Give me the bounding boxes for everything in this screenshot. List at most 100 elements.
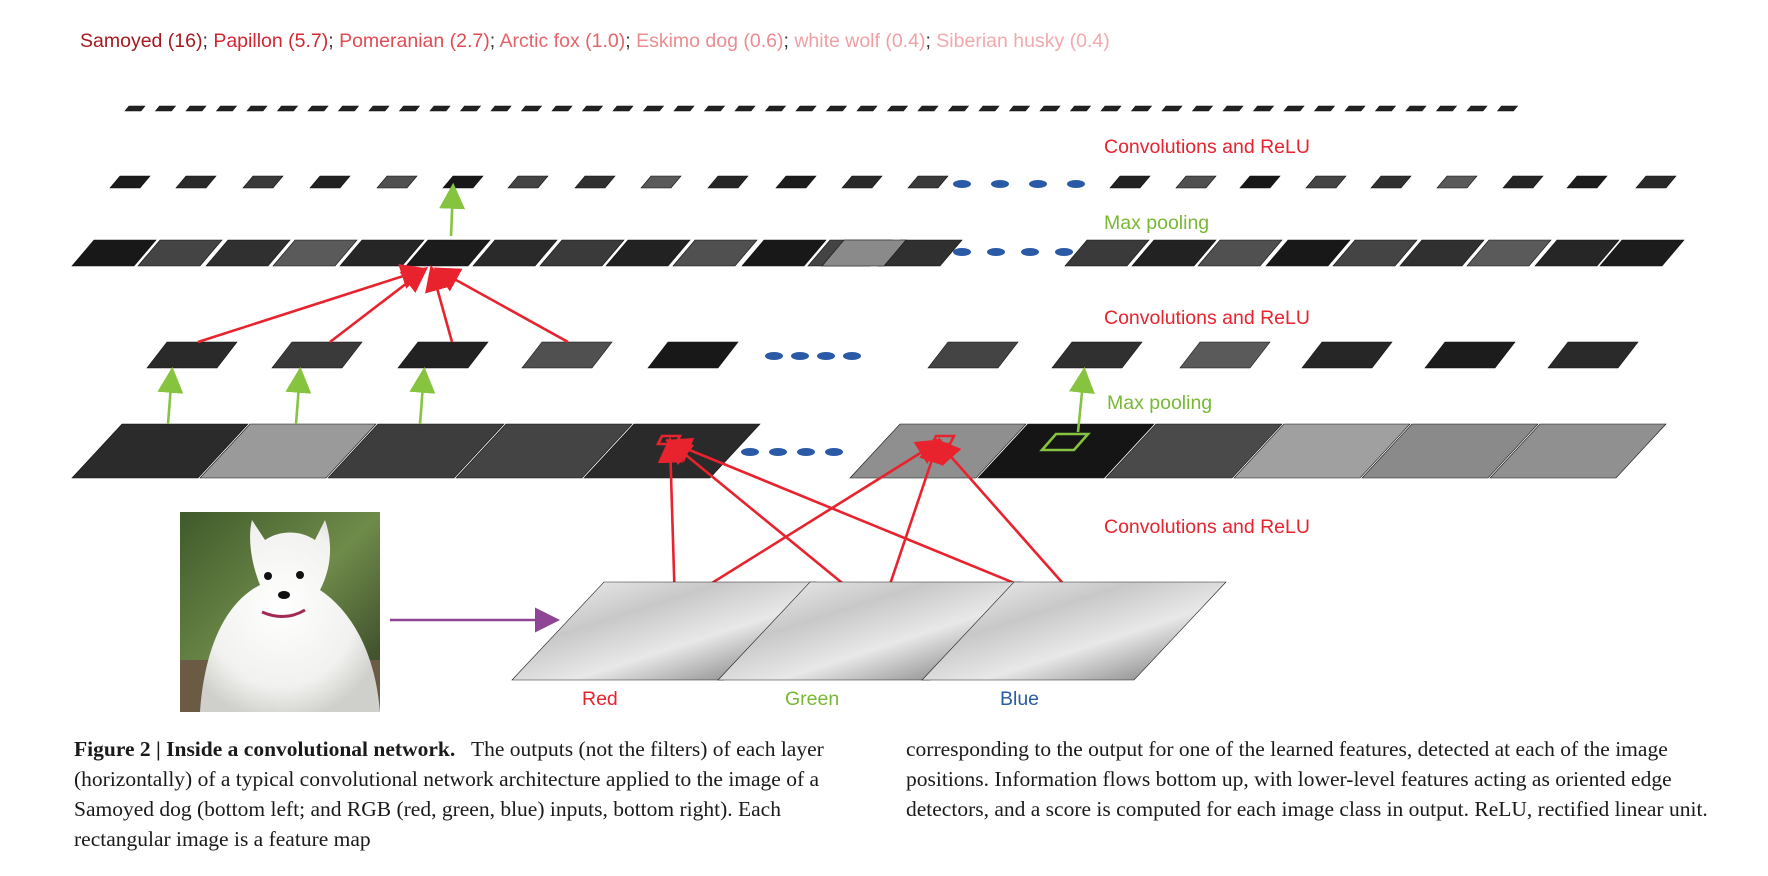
output-unit <box>703 105 726 112</box>
output-unit <box>459 105 482 112</box>
output-unit <box>307 105 329 112</box>
feature-map-conv4 <box>1635 175 1677 189</box>
feature-map-conv4 <box>841 175 883 189</box>
ellipsis-dots <box>1021 248 1039 256</box>
feature-map-pool2 <box>1051 341 1143 369</box>
output-unit <box>642 105 665 112</box>
feature-map-conv3 <box>821 239 907 267</box>
feature-map-conv1 <box>455 423 633 479</box>
feature-map-conv1 <box>199 423 377 479</box>
feature-map-pool2 <box>927 341 1019 369</box>
feature-map-conv3 <box>1265 239 1351 267</box>
output-unit <box>429 105 451 112</box>
ellipsis-dots <box>953 180 971 188</box>
conv-arrow <box>425 264 454 343</box>
pooling-window-box <box>1039 432 1091 452</box>
output-unit <box>154 105 177 112</box>
channel-label-red: Red <box>582 688 618 710</box>
output-unit <box>337 105 360 112</box>
feature-map-conv3 <box>741 239 827 267</box>
feature-map-conv4 <box>1566 175 1608 189</box>
label-max-pooling-top: Max pooling <box>1104 212 1210 234</box>
feature-map-conv4 <box>574 175 616 189</box>
ellipsis-dots <box>1055 248 1073 256</box>
feature-map-conv1 <box>1105 423 1283 479</box>
score-pomeranian: Pomeranian (2.7) <box>339 30 490 52</box>
class-score-list: Samoyed (16); Papillon (5.7); Pomeranian… <box>80 30 1110 52</box>
label-conv-relu-mid: Convolutions and ReLU <box>1104 307 1310 329</box>
caption-left-text: The outputs (not the filters) of each la… <box>74 737 824 851</box>
output-unit <box>520 105 543 112</box>
figure-caption-right: corresponding to the output for one of t… <box>906 737 1708 821</box>
output-unit <box>978 105 1000 112</box>
feature-map-conv4 <box>1109 175 1151 189</box>
ellipsis-dots <box>1029 180 1047 188</box>
feature-map-conv4 <box>175 175 217 189</box>
score-papillon: Papillon (5.7) <box>213 30 329 52</box>
feature-map-conv1 <box>1489 423 1667 479</box>
feature-map-conv4 <box>907 175 949 189</box>
output-unit <box>856 105 878 112</box>
output-unit <box>581 105 604 112</box>
feature-map-conv3 <box>272 239 358 267</box>
feature-map-pool2 <box>647 341 739 369</box>
output-unit <box>1466 105 1488 112</box>
feature-map-conv3 <box>205 239 291 267</box>
output-unit <box>947 105 970 112</box>
feature-map-conv3 <box>1534 239 1620 267</box>
output-unit <box>551 105 573 112</box>
feature-map-conv4 <box>707 175 749 189</box>
feature-map-conv4 <box>1239 175 1281 189</box>
feature-map-conv3 <box>1197 239 1283 267</box>
feature-map-conv3 <box>672 239 758 267</box>
figure-label: Figure 2 | Inside a convolutional networ… <box>74 737 456 761</box>
feature-map-conv1 <box>71 423 249 479</box>
feature-map-conv4 <box>1370 175 1412 189</box>
output-unit <box>1496 105 1519 112</box>
output-unit <box>1435 105 1458 112</box>
output-unit <box>917 105 939 112</box>
output-unit <box>1313 105 1336 112</box>
label-max-pooling-bottom: Max pooling <box>1107 392 1213 414</box>
output-unit <box>1344 105 1366 112</box>
output-unit <box>764 105 787 112</box>
score-arctic-fox: Arctic fox (1.0) <box>499 30 626 52</box>
score-white-wolf: white wolf (0.4) <box>794 30 926 52</box>
output-unit <box>368 105 390 112</box>
pooling-arrow <box>439 182 466 237</box>
feature-map-conv1 <box>327 423 505 479</box>
ellipsis-dots <box>817 352 835 360</box>
conv-arrow <box>433 267 569 344</box>
feature-map-pool2 <box>1179 341 1271 369</box>
feature-map-conv1 <box>1233 423 1411 479</box>
feature-map-conv3 <box>539 239 625 267</box>
feature-map-conv4 <box>775 175 817 189</box>
feature-map-conv3 <box>1399 239 1485 267</box>
ellipsis-dots <box>741 448 759 456</box>
feature-map-conv3 <box>1332 239 1418 267</box>
feature-map-conv3 <box>605 239 691 267</box>
ellipsis-dots <box>1067 180 1085 188</box>
pooling-arrow <box>285 366 312 425</box>
feature-map-pool2 <box>397 341 489 369</box>
feature-map-conv4 <box>1175 175 1217 189</box>
output-unit <box>1100 105 1122 112</box>
ellipsis-dots <box>797 448 815 456</box>
feature-map-conv4 <box>640 175 682 189</box>
figure-caption-left: Figure 2 | Inside a convolutional networ… <box>74 734 854 854</box>
pooling-arrow <box>1068 366 1095 433</box>
ellipsis-dots <box>987 248 1005 256</box>
conv-arrow <box>674 439 943 608</box>
output-unit <box>795 105 817 112</box>
output-unit <box>1069 105 1092 112</box>
feature-map-conv4 <box>109 175 151 189</box>
feature-map-pool2 <box>1424 341 1516 369</box>
feature-map-conv4 <box>242 175 284 189</box>
feature-map-conv3 <box>1599 239 1685 267</box>
ellipsis-dots <box>791 352 809 360</box>
output-unit <box>1252 105 1275 112</box>
pooling-arrow <box>157 366 184 425</box>
output-unit <box>215 105 238 112</box>
output-unit <box>124 105 146 112</box>
